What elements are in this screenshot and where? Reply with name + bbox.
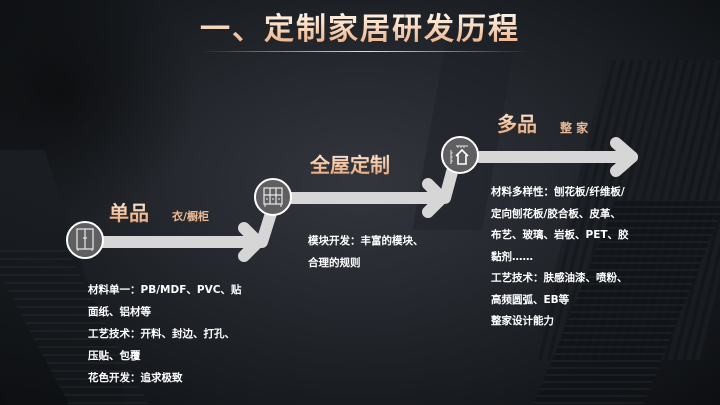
house-measure-icon <box>450 145 469 165</box>
stage-node-1 <box>66 221 104 259</box>
stage-title-multi: 多品 <box>497 108 537 137</box>
description-line: 合理的规则 <box>308 257 361 269</box>
description-line: 面纸、铝材等 <box>88 306 151 318</box>
description-line: 高频圆弧、EB等 <box>491 293 570 306</box>
stage-subtitle-multi: 整 家 <box>560 121 589 135</box>
stage-description-whole-house: 模块开发：丰富的模块、 合理的规则 <box>308 230 424 274</box>
description-line: 布艺、玻璃、岩板、PET、胶 <box>491 229 629 241</box>
description-line: 材料单一：PB/MDF、PVC、贴 <box>88 284 242 296</box>
page-title: 一、定制家居研发历程 <box>0 4 720 48</box>
description-line: 材料多样性：刨花板/纤维板/ <box>491 186 625 198</box>
description-line: 压贴、包覆 <box>88 350 141 362</box>
wardrobe-icon <box>76 228 94 251</box>
description-line: 定向刨花板/胶合板、皮革、 <box>491 207 621 220</box>
title-divider <box>200 51 530 52</box>
description-line: 黏剂…… <box>491 250 533 263</box>
stage-description-single: 材料单一：PB/MDF、PVC、贴 面纸、铝材等 工艺技术：开料、封边、打孔、 … <box>88 279 241 389</box>
description-line: 花色开发：追求极致 <box>88 372 183 384</box>
description-line: 工艺技术：肤感油漆、喷粉、 <box>491 272 628 284</box>
description-line: 整家设计能力 <box>491 315 554 327</box>
stage-node-3 <box>441 136 479 174</box>
stage-node-2 <box>254 178 292 216</box>
stage-title-single: 单品 <box>109 197 149 226</box>
description-line: 模块开发：丰富的模块、 <box>308 235 424 247</box>
cabinet-grid-icon <box>263 187 283 207</box>
stage-title-whole-house: 全屋定制 <box>310 149 390 178</box>
stage-description-multi: 材料多样性：刨花板/纤维板/ 定向刨花板/胶合板、皮革、 布艺、玻璃、岩板、PE… <box>491 182 629 333</box>
description-line: 工艺技术：开料、封边、打孔、 <box>88 328 235 340</box>
stage-subtitle-single: 衣/橱柜 <box>172 210 210 223</box>
